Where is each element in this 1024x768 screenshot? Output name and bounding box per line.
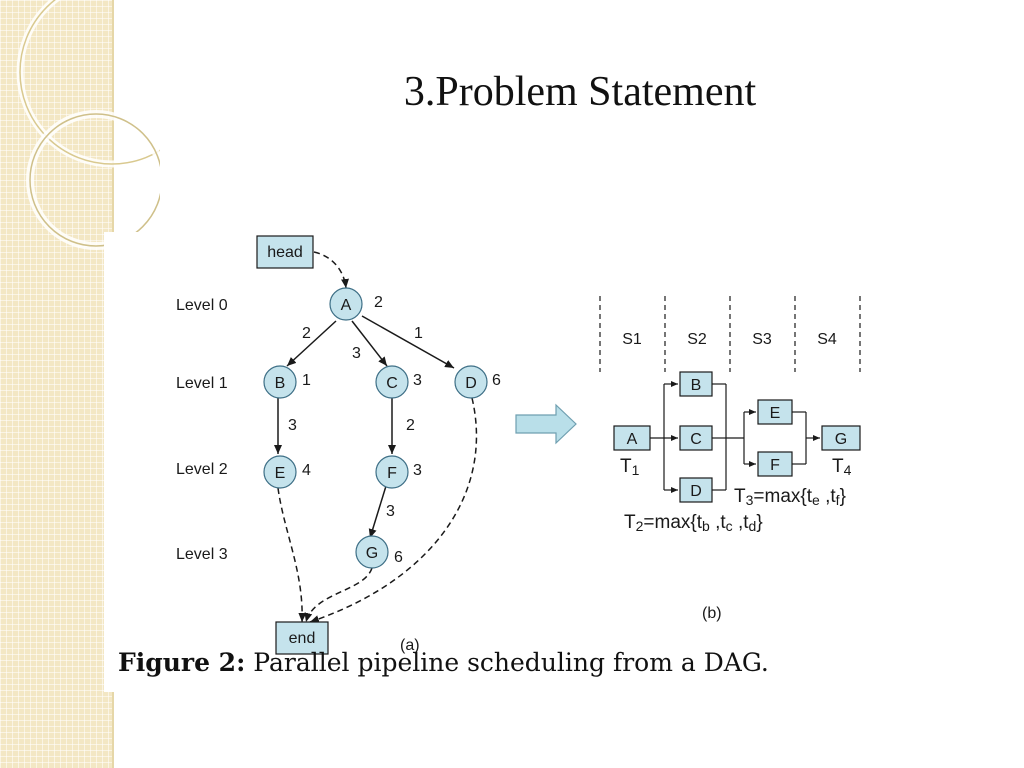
- node-g: G 6: [355, 535, 403, 569]
- figure-caption-label: Figure 2:: [118, 648, 246, 677]
- dashed-edge-g-end: [304, 567, 373, 623]
- node-b-label: B: [275, 375, 286, 392]
- box-b: [679, 371, 713, 397]
- slide-title: 3.Problem Statement: [403, 69, 757, 115]
- box-e: [757, 399, 793, 425]
- node-e-label: E: [275, 465, 286, 482]
- edge-f-g: [368, 485, 387, 539]
- node-a-weight: 2: [374, 294, 383, 311]
- edge-weight-c-f: 2: [406, 417, 415, 434]
- edge-a-d: [361, 315, 455, 369]
- t3-equation: T3=max{te ,tf}: [734, 486, 846, 508]
- end-box: [275, 621, 329, 655]
- node-d-weight: 6: [492, 372, 501, 389]
- edge-a-c: [351, 320, 388, 367]
- level-label-2: Level 2: [176, 461, 228, 478]
- panel-b-pipeline: S1 S2 S3 S4: [599, 296, 861, 622]
- end-label: end: [289, 630, 316, 647]
- head-box: [256, 235, 314, 269]
- stage-label-s2: S2: [687, 331, 707, 348]
- head-label: head: [267, 244, 303, 261]
- t2-equation: T2=max{tb ,tc ,td}: [624, 512, 763, 534]
- node-d: D 6: [454, 365, 501, 399]
- edge-weight-a-c: 3: [352, 345, 361, 362]
- dashed-edge-head-a: [313, 251, 349, 289]
- node-e-weight: 4: [302, 462, 311, 479]
- level-label-0: Level 0: [176, 297, 228, 314]
- t1-label: T1: [620, 456, 640, 478]
- edge-weight-b-e: 3: [288, 417, 297, 434]
- dashed-edge-d-end: [309, 397, 478, 623]
- node-b: B 1: [263, 365, 311, 399]
- stage-label-s4: S4: [817, 331, 837, 348]
- decorative-rings: [16, 0, 160, 250]
- edge-weight-f-g: 3: [386, 503, 395, 520]
- node-g-weight: 6: [394, 549, 403, 566]
- panel-b-tag: (b): [702, 605, 722, 622]
- stage-label-s1: S1: [622, 331, 642, 348]
- node-d-label: D: [465, 375, 477, 392]
- node-f-weight: 3: [413, 462, 422, 479]
- figure-caption-text: Parallel pipeline scheduling from a DAG.: [253, 648, 769, 677]
- node-a-label: A: [341, 297, 352, 314]
- panel-a-tag: (a): [400, 637, 420, 654]
- node-c-weight: 3: [413, 372, 422, 389]
- box-b-label: B: [691, 377, 702, 394]
- t4-label: T4: [832, 456, 852, 478]
- node-e: E 4: [263, 455, 311, 489]
- box-e-label: E: [770, 405, 781, 422]
- node-f: F 3: [375, 455, 422, 489]
- panel-a-dag: head end Level 0 Level 1 Level 2 Level 3…: [176, 235, 501, 655]
- dashed-edge-e-end: [277, 487, 307, 623]
- pipeline-connectors: [650, 381, 820, 493]
- transition-arrow: [515, 403, 577, 445]
- edge-weight-a-d: 1: [414, 325, 423, 342]
- box-f-label: F: [770, 457, 780, 474]
- node-b-weight: 1: [302, 372, 311, 389]
- box-a: [613, 425, 651, 451]
- box-d-label: D: [690, 483, 702, 500]
- figure-caption: Figure 2: Parallel pipeline scheduling f…: [118, 648, 1018, 677]
- node-c-label: C: [386, 375, 398, 392]
- edge-a-b: [286, 320, 337, 367]
- node-f-label: F: [387, 465, 397, 482]
- edge-weight-a-b: 2: [302, 325, 311, 342]
- level-label-3: Level 3: [176, 546, 228, 563]
- level-label-1: Level 1: [176, 375, 228, 392]
- box-c: [679, 425, 713, 451]
- node-g-label: G: [366, 545, 378, 562]
- node-c: C 3: [375, 365, 422, 399]
- box-c-label: C: [690, 431, 702, 448]
- figure-diagram: head end Level 0 Level 1 Level 2 Level 3…: [176, 235, 861, 655]
- box-f: [757, 451, 793, 477]
- figure-panel: head end Level 0 Level 1 Level 2 Level 3…: [104, 232, 1004, 692]
- box-g: [821, 425, 861, 451]
- box-a-label: A: [627, 431, 638, 448]
- box-g-label: G: [835, 431, 847, 448]
- stage-label-s3: S3: [752, 331, 772, 348]
- node-a: A 2: [329, 287, 383, 321]
- box-d: [679, 477, 713, 503]
